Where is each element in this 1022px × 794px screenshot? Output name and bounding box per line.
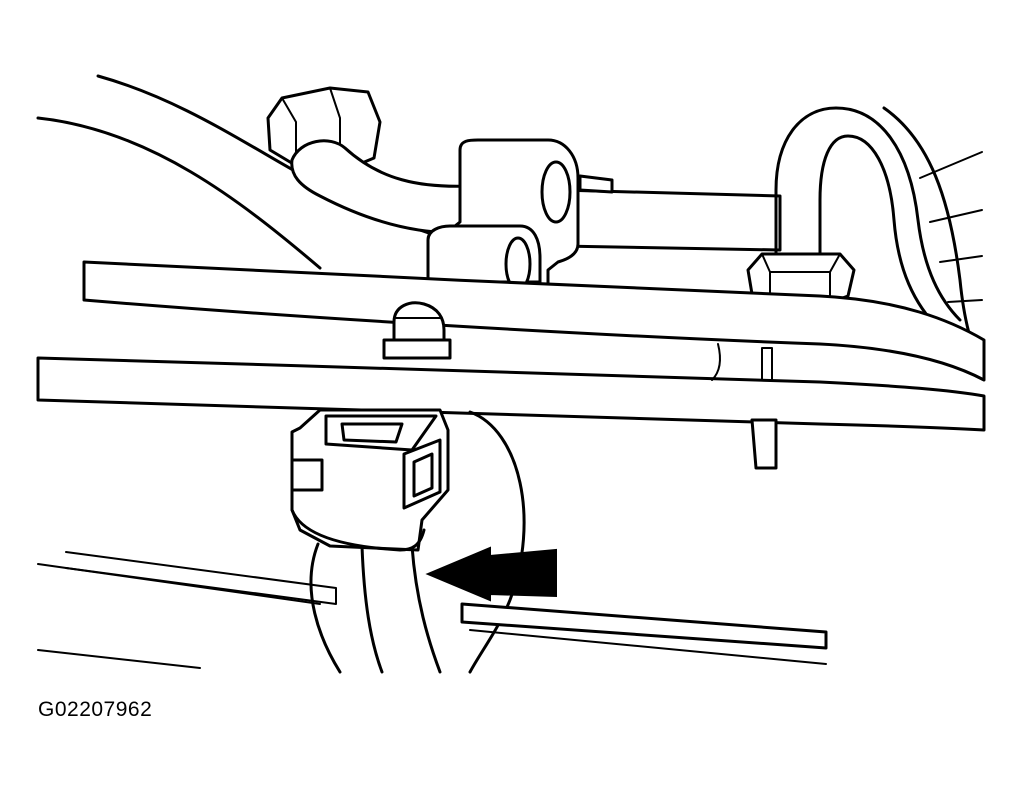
tube-left bbox=[290, 139, 472, 235]
tube-right bbox=[558, 174, 782, 252]
right-fins bbox=[919, 151, 983, 303]
small-tab-right bbox=[711, 343, 778, 470]
bottom-left-line bbox=[37, 649, 201, 669]
rail-lower bbox=[36, 356, 986, 432]
clamp-body bbox=[290, 408, 450, 552]
callout-arrow bbox=[425, 546, 557, 602]
hex-nut-right bbox=[746, 252, 856, 304]
strap-clip bbox=[382, 301, 452, 360]
figure-id-label: G02207962 bbox=[38, 698, 153, 721]
lower-strip-right bbox=[460, 602, 828, 665]
lower-strip-left bbox=[37, 551, 337, 605]
mounting-block bbox=[426, 138, 580, 292]
hex-fitting-left bbox=[266, 86, 382, 170]
